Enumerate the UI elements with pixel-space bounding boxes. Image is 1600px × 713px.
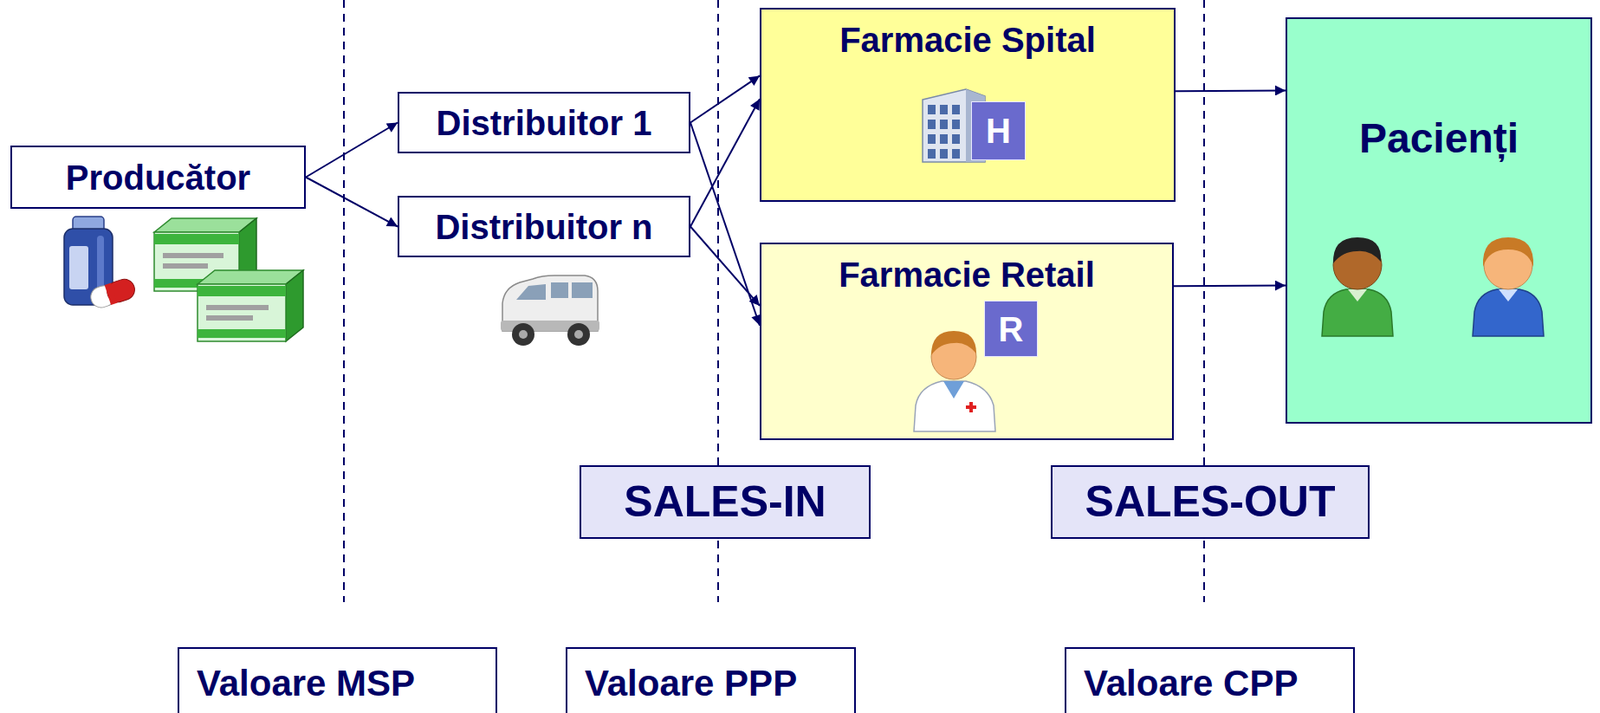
value-box: Valoare MSP: [177, 647, 498, 713]
medicine-icon: [64, 216, 304, 342]
van-icon: [500, 275, 600, 346]
flow-arrow: [305, 123, 398, 178]
flow-arrow: [305, 177, 398, 227]
node-label: Valoare PPP: [584, 662, 797, 705]
badge-square: R: [984, 300, 1038, 357]
flow-arrow: [690, 123, 760, 326]
patients-box: Pacienți: [1285, 17, 1593, 424]
value-box: Valoare PPP: [565, 647, 856, 713]
flow-arrow: [690, 75, 760, 123]
stage-label-box: SALES-OUT: [1050, 465, 1370, 539]
node-label: Producător: [65, 157, 251, 198]
dashed-divider: [343, 0, 345, 603]
node-label: SALES-OUT: [1085, 477, 1336, 528]
value-box: Valoare CPP: [1064, 647, 1355, 713]
node-label: SALES-IN: [623, 477, 826, 528]
node-label: Distribuitor n: [434, 207, 653, 247]
badge-letter: R: [998, 311, 1024, 347]
flow-arrow: [1175, 89, 1286, 92]
process-box: Producător: [10, 145, 306, 209]
flow-arrow: [690, 98, 760, 227]
node-label: Distribuitor 1: [436, 103, 653, 143]
patients-icon: [1287, 19, 1594, 426]
pharmacy-box: Farmacie SpitalH: [759, 7, 1176, 202]
flow-arrow: [690, 226, 760, 306]
pharmacy-box: Farmacie RetailR: [759, 242, 1174, 441]
flow-arrow: [1173, 285, 1286, 288]
badge-letter: H: [985, 113, 1011, 149]
badge-square: H: [971, 101, 1026, 161]
node-label: Farmacie Spital: [839, 19, 1096, 60]
stage-label-box: SALES-IN: [579, 465, 871, 539]
node-label: Farmacie Retail: [838, 254, 1095, 295]
node-label: Valoare MSP: [196, 662, 415, 705]
process-box: Distribuitor n: [397, 195, 691, 258]
node-label: Valoare CPP: [1083, 662, 1298, 705]
node-label: Pacienți: [1359, 114, 1519, 162]
process-box: Distribuitor 1: [397, 91, 691, 154]
